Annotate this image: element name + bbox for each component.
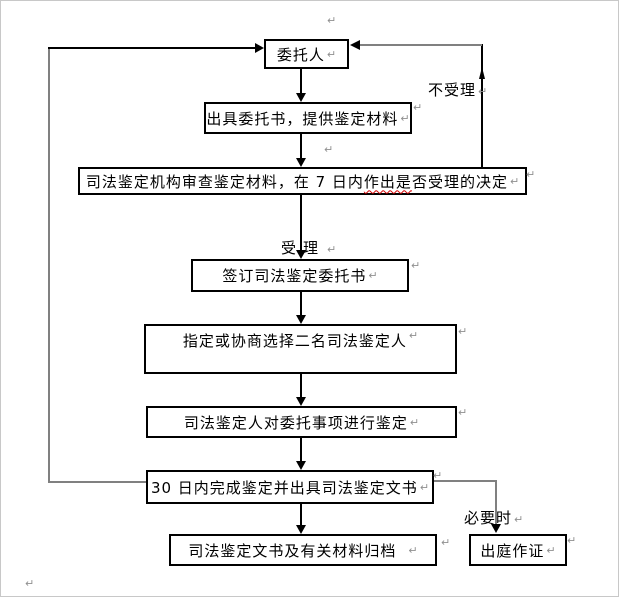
- line-break-mark: ↵: [419, 480, 430, 494]
- line-break-mark: ↵: [478, 85, 488, 98]
- connector-when-necessary-horizontal: [433, 480, 497, 482]
- flow-box-review-label-post: 否受理的决定: [411, 172, 508, 191]
- flow-box-select-appraisers: 指定或协商选择二名司法鉴定人↵: [144, 324, 457, 374]
- paragraph-mark: ↵: [458, 406, 468, 419]
- connector-when-necessary-vertical: [495, 480, 497, 524]
- connector-sign-to-select: [300, 292, 302, 316]
- paragraph-mark: ↵: [458, 325, 468, 338]
- line-break-mark: ↵: [509, 174, 520, 188]
- flow-box-issue-materials: 出具委托书，提供鉴定材料↵: [204, 102, 412, 134]
- line-break-mark: ↵: [408, 543, 418, 557]
- paragraph-mark: ↵: [567, 534, 577, 547]
- arrowhead-into-issue: [296, 93, 306, 102]
- paragraph-mark: ↵: [25, 577, 35, 590]
- branch-label-accepted: 受理↵: [281, 237, 336, 258]
- branch-label-when-necessary-text: 必要时: [464, 509, 513, 527]
- paragraph-mark: ↵: [413, 101, 423, 114]
- connector-complete-to-archive: [300, 504, 302, 526]
- flow-box-sign-label: 签订司法鉴定委托书: [222, 267, 367, 285]
- paragraph-mark: ↵: [324, 143, 334, 156]
- line-break-mark: ↵: [400, 111, 410, 125]
- arrowhead-into-sign: [296, 250, 306, 259]
- line-break-mark: ↵: [514, 513, 524, 526]
- arrowhead-into-archive: [296, 525, 306, 534]
- flow-box-archive: 司法鉴定文书及有关材料归档 ↵: [169, 534, 437, 566]
- arrowhead-into-complete: [296, 461, 306, 470]
- flow-box-archive-label: 司法鉴定文书及有关材料归档: [188, 541, 397, 560]
- flow-box-select-label: 指定或协商选择二名司法鉴定人: [182, 332, 407, 350]
- connector-left-feedback-top: [48, 47, 257, 49]
- connector-client-to-issue: [300, 69, 302, 94]
- line-break-mark: ↵: [368, 269, 378, 282]
- connector-left-feedback-bottom: [48, 481, 146, 483]
- connector-select-to-conduct: [300, 374, 302, 398]
- connector-not-accepted-vertical: [481, 44, 483, 167]
- paragraph-mark: ↵: [441, 536, 451, 549]
- flow-box-sign-entrustment: 签订司法鉴定委托书↵: [191, 259, 409, 292]
- flow-box-issue-label: 出具委托书，提供鉴定材料: [206, 109, 399, 128]
- arrowhead-into-conduct: [296, 397, 306, 406]
- arrowhead-into-client-right: [350, 40, 360, 50]
- flow-box-conduct-appraisal: 司法鉴定人对委托事项进行鉴定↵: [146, 406, 457, 438]
- arrowhead-into-client-left: [255, 43, 264, 53]
- paragraph-mark: ↵: [526, 168, 536, 181]
- branch-label-accepted-text: 受理: [281, 239, 326, 257]
- flow-box-conduct-label: 司法鉴定人对委托事项进行鉴定: [183, 413, 408, 432]
- flow-box-review-label-pre: 司法鉴定机构审查鉴定材料，在 7 日内: [85, 172, 364, 191]
- line-break-mark: ↵: [546, 543, 556, 557]
- connector-left-feedback-vertical: [48, 47, 50, 483]
- branch-label-when-necessary: 必要时↵: [464, 507, 523, 528]
- flow-box-review-label-spellcheck: 作出是: [363, 172, 412, 191]
- arrowhead-into-testify: [491, 524, 501, 533]
- line-break-mark: ↵: [327, 243, 337, 256]
- paragraph-mark: ↵: [327, 14, 337, 27]
- flow-box-testify-label: 出庭作证: [480, 541, 545, 560]
- flow-box-client: 委托人↵: [264, 39, 349, 69]
- flow-box-client-label: 委托人: [276, 45, 325, 64]
- flow-box-testify: 出庭作证↵: [469, 534, 567, 566]
- arrowhead-into-select: [296, 315, 306, 324]
- connector-not-accepted-horizontal: [360, 44, 482, 46]
- flow-box-complete-label: 30 日内完成鉴定并出具司法鉴定文书: [150, 478, 418, 497]
- flow-box-review-decision: 司法鉴定机构审查鉴定材料，在 7 日内作出是否受理的决定↵: [78, 167, 527, 195]
- arrowhead-not-accepted-up: [479, 67, 485, 79]
- paragraph-mark: ↵: [411, 259, 421, 272]
- line-break-mark: ↵: [408, 329, 419, 342]
- connector-conduct-to-complete: [300, 438, 302, 462]
- branch-label-not-accepted-text: 不受理: [428, 81, 477, 99]
- branch-label-not-accepted: 不受理↵: [428, 79, 487, 100]
- arrowhead-into-review: [296, 158, 306, 167]
- flow-box-complete-documents: 30 日内完成鉴定并出具司法鉴定文书↵: [146, 470, 434, 504]
- connector-review-to-sign: [300, 195, 302, 251]
- line-break-mark: ↵: [326, 47, 337, 61]
- paragraph-mark: ↵: [433, 469, 443, 482]
- connector-issue-to-review: [300, 134, 302, 159]
- line-break-mark: ↵: [409, 415, 420, 429]
